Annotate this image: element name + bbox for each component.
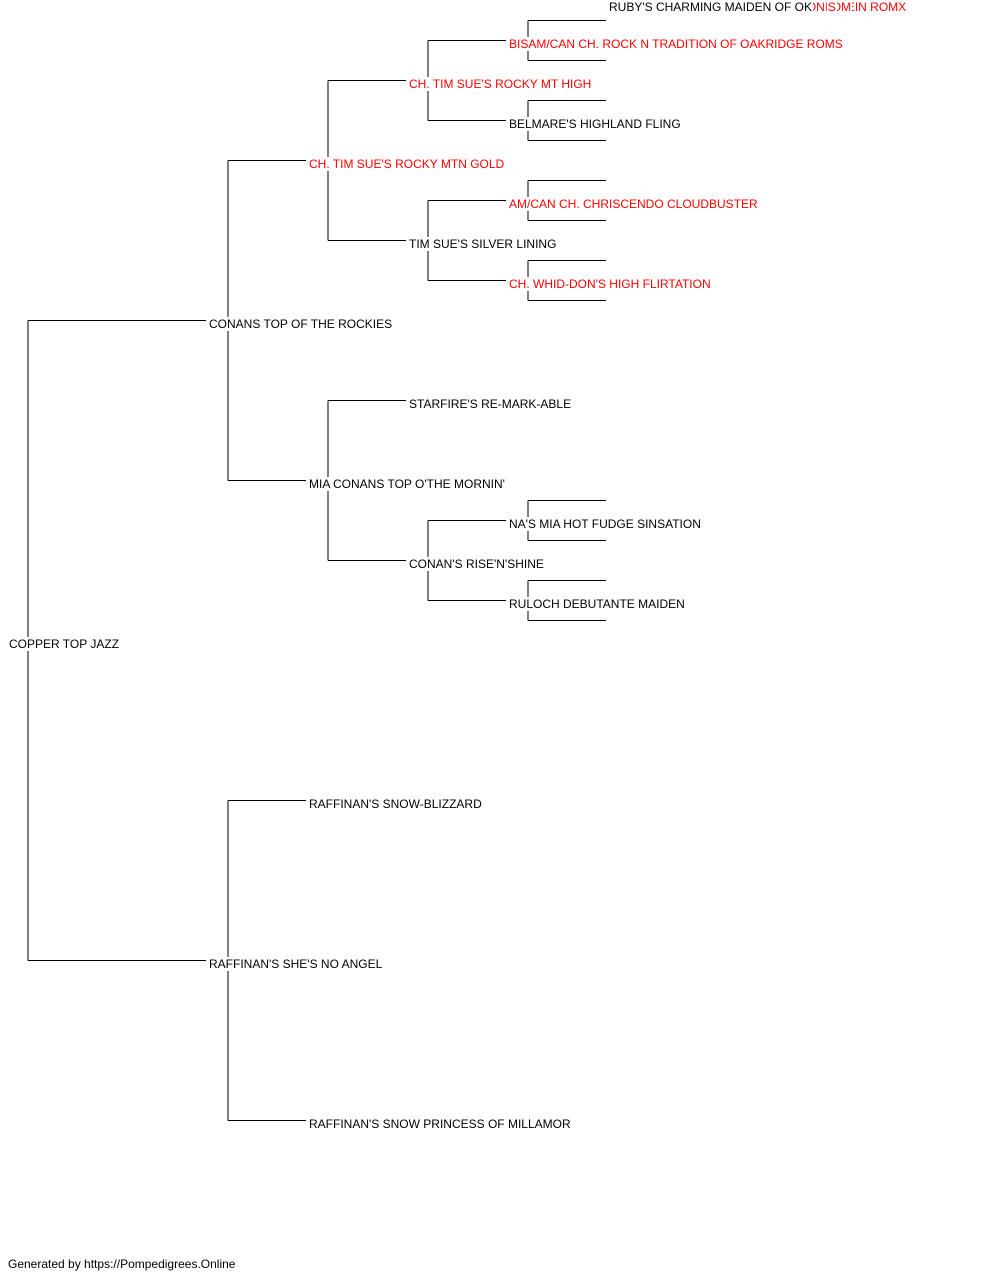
- sire-name: CONANS TOP OF THE ROCKIES: [208, 317, 394, 331]
- sire-name: AM/CAN CH. CHRISCENDO CLOUDBUSTER: [508, 197, 759, 211]
- dam-name: RULOCH DEBUTANTE MAIDEN: [508, 597, 686, 611]
- generated-by-footer: Generated by https://Pompedigrees.Online: [8, 1257, 236, 1271]
- sire-name: RAFFINAN'S SNOW-BLIZZARD: [308, 797, 483, 811]
- sire-name: STARFIRE'S RE-MARK-ABLE: [408, 397, 573, 411]
- dam-name: RAFFINAN'S SHE'S NO ANGEL: [208, 957, 384, 971]
- sire-name: BISAM/CAN CH. ROCK N TRADITION OF OAKRID…: [508, 37, 844, 51]
- subject-dog-name: COPPER TOP JAZZ: [8, 637, 121, 651]
- sire-name: CH. TIM SUE'S ROCKY MTN GOLD: [308, 157, 506, 171]
- dam-name: MIA CONANS TOP O'THE MORNIN': [308, 477, 506, 491]
- sire-name: NA'S MIA HOT FUDGE SINSATION: [508, 517, 702, 531]
- dam-name: BELMARE'S HIGHLAND FLING: [508, 117, 682, 131]
- sire-name: CH. TIM SUE'S ROCKY MT HIGH: [408, 77, 593, 91]
- dam-name: TIM SUE'S SILVER LINING: [408, 237, 558, 251]
- dam-name: CONAN'S RISE'N'SHINE: [408, 557, 545, 571]
- dam-name: CH. WHID-DON'S HIGH FLIRTATION: [508, 277, 712, 291]
- dam-name: RUBY'S CHARMING MAIDEN OF OK: [608, 0, 813, 14]
- dam-name: RAFFINAN'S SNOW PRINCESS OF MILLAMOR: [308, 1117, 572, 1131]
